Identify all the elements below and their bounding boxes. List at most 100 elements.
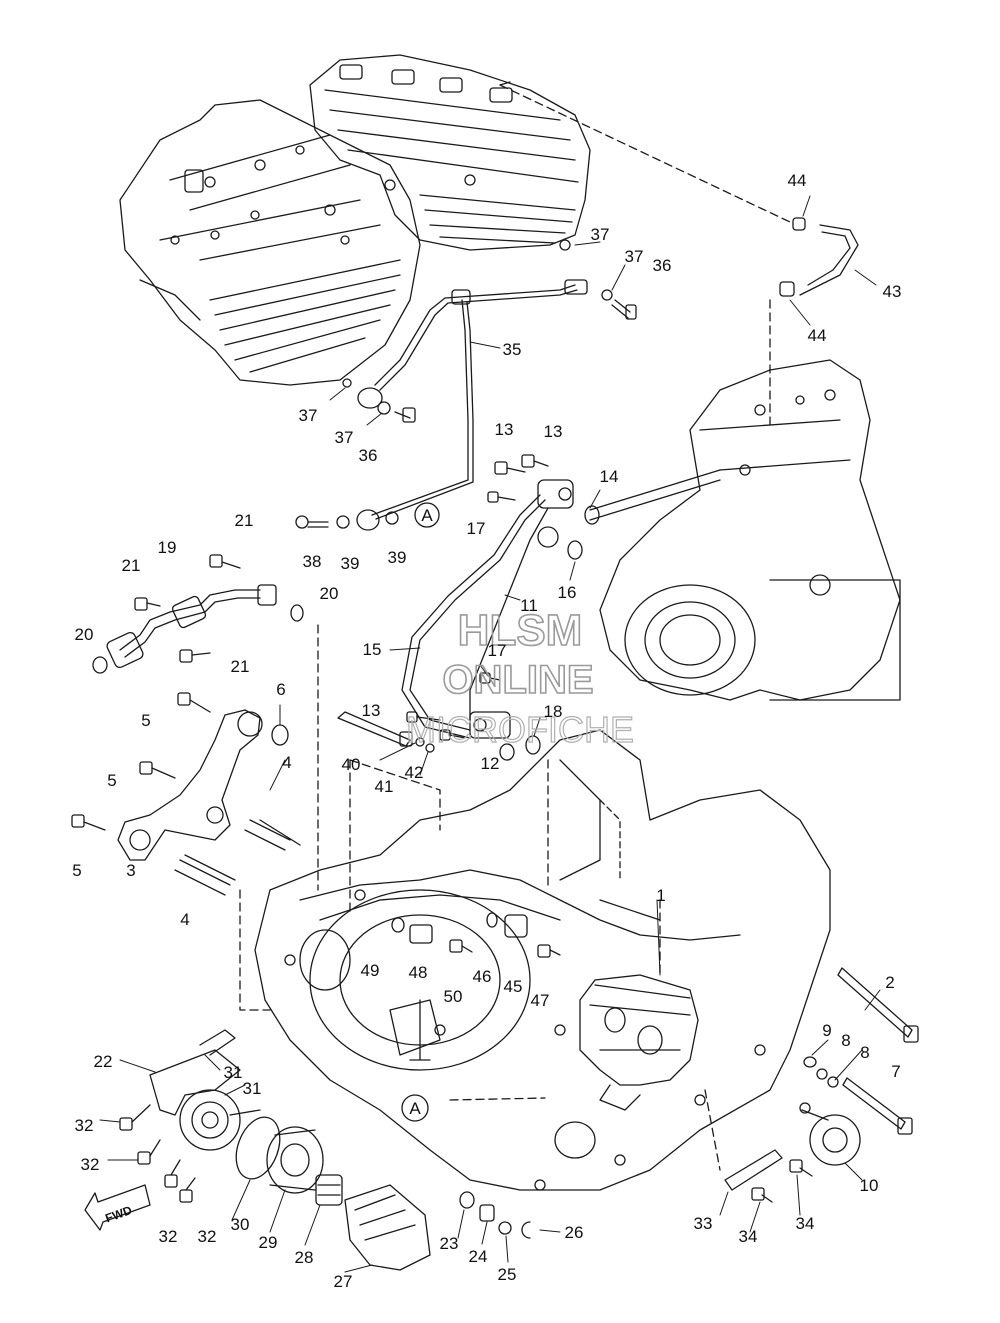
callout-25: 25 xyxy=(498,1265,517,1284)
callout-46: 46 xyxy=(473,967,492,986)
callout-26: 26 xyxy=(565,1223,584,1242)
callout-5: 5 xyxy=(141,711,150,730)
reference-marker-a-lower-label: A xyxy=(409,1099,421,1118)
oil-pipe-15 xyxy=(401,479,574,739)
callout-32: 32 xyxy=(81,1155,100,1174)
callout-24: 24 xyxy=(469,1247,488,1266)
callout-9: 9 xyxy=(822,1021,831,1040)
callout-48: 48 xyxy=(409,963,428,982)
rear-cylinder-head xyxy=(119,99,421,386)
callout-1: 1 xyxy=(656,886,665,905)
oil-filter-cartridge-27 xyxy=(344,1184,431,1271)
callout-44: 44 xyxy=(788,171,807,190)
callout-34: 34 xyxy=(739,1227,758,1246)
filter-bolts-32 xyxy=(119,1104,196,1203)
callout-32: 32 xyxy=(159,1227,178,1246)
callout-41: 41 xyxy=(375,777,394,796)
left-crankcase-half xyxy=(254,729,831,1191)
breather-hose-43 xyxy=(499,84,859,431)
callout-35: 35 xyxy=(503,340,522,359)
callout-7: 7 xyxy=(891,1062,900,1081)
watermark-line-1: HLSM xyxy=(458,606,583,655)
callout-37: 37 xyxy=(299,406,318,425)
callout-2: 2 xyxy=(885,973,894,992)
callout-29: 29 xyxy=(259,1233,278,1252)
callout-5: 5 xyxy=(107,771,116,790)
callout-19: 19 xyxy=(158,538,177,557)
callout-32: 32 xyxy=(75,1116,94,1135)
callout-43: 43 xyxy=(883,282,902,301)
bolt-40-washers xyxy=(337,711,435,753)
callout-17: 17 xyxy=(488,641,507,660)
callout-20: 20 xyxy=(75,625,94,644)
callout-4: 4 xyxy=(282,753,291,772)
reference-marker-a-upper-label: A xyxy=(421,506,433,525)
callout-42: 42 xyxy=(405,763,424,782)
callout-8: 8 xyxy=(841,1031,850,1050)
o-ring-30 xyxy=(235,1116,281,1180)
oil-filter-cover-31 xyxy=(179,1089,261,1151)
callout-28: 28 xyxy=(295,1248,314,1267)
pump-bolts-2-7 xyxy=(803,967,919,1135)
callout-12: 12 xyxy=(481,754,500,773)
fwd-arrow-label: FWD xyxy=(103,1203,134,1226)
oil-hose-19 xyxy=(92,554,304,674)
callout-21: 21 xyxy=(231,657,250,676)
callout-27: 27 xyxy=(334,1272,353,1291)
reference-marker-a-upper xyxy=(414,502,440,528)
callout-13: 13 xyxy=(495,420,514,439)
callout-8: 8 xyxy=(860,1043,869,1062)
reference-marker-a-lower xyxy=(401,1094,429,1122)
callout-23: 23 xyxy=(440,1234,459,1253)
right-crankcase-half xyxy=(589,359,901,701)
callout-5: 5 xyxy=(72,861,81,880)
callout-37: 37 xyxy=(335,428,354,447)
callout-49: 49 xyxy=(361,961,380,980)
callout-31: 31 xyxy=(243,1079,262,1098)
callout-30: 30 xyxy=(231,1215,250,1234)
callout-14: 14 xyxy=(600,467,619,486)
callout-3: 3 xyxy=(126,861,135,880)
sensor-parts-45-50 xyxy=(391,912,561,958)
callout-16: 16 xyxy=(558,583,577,602)
callout-32: 32 xyxy=(198,1227,217,1246)
callout-20: 20 xyxy=(320,584,339,603)
callout-21: 21 xyxy=(235,511,254,530)
callout-13: 13 xyxy=(362,701,381,720)
callout-45: 45 xyxy=(504,977,523,996)
callout-36: 36 xyxy=(359,446,378,465)
oil-filter-element-29 xyxy=(266,1126,324,1194)
callout-13: 13 xyxy=(544,422,563,441)
callout-15: 15 xyxy=(363,640,382,659)
callout-40: 40 xyxy=(342,755,361,774)
callout-17: 17 xyxy=(467,519,486,538)
callout-39: 39 xyxy=(341,554,360,573)
callout-31: 31 xyxy=(224,1063,243,1082)
callout-38: 38 xyxy=(303,552,322,571)
oil-strainer-assembly xyxy=(71,692,301,896)
callout-50: 50 xyxy=(444,987,463,1006)
callout-33: 33 xyxy=(694,1214,713,1233)
callout-leaders xyxy=(99,195,881,1273)
watermark-line-2: ONLINE xyxy=(442,658,593,702)
drain-fittings-23-26 xyxy=(459,1191,531,1239)
cover-plate-10 xyxy=(799,1102,861,1166)
pipe-fasteners-13-17 xyxy=(406,454,600,761)
callout-37: 37 xyxy=(625,247,644,266)
oil-delivery-pipe-35 xyxy=(356,279,588,531)
pipe-fasteners-36-37 xyxy=(342,239,637,423)
callout-34: 34 xyxy=(796,1214,815,1233)
leader-lines xyxy=(239,624,721,1171)
oil-pump-1 xyxy=(579,974,699,1111)
callout-44: 44 xyxy=(808,326,827,345)
callout-37: 37 xyxy=(591,225,610,244)
front-cylinder-head xyxy=(309,54,591,251)
union-bolt-28 xyxy=(315,1174,343,1206)
callout-36: 36 xyxy=(653,256,672,275)
banjo-fasteners-38-39 xyxy=(295,502,440,529)
callout-11: 11 xyxy=(520,596,538,615)
callout-21: 21 xyxy=(122,556,141,575)
oil-filter-bracket-22 xyxy=(149,1029,241,1116)
